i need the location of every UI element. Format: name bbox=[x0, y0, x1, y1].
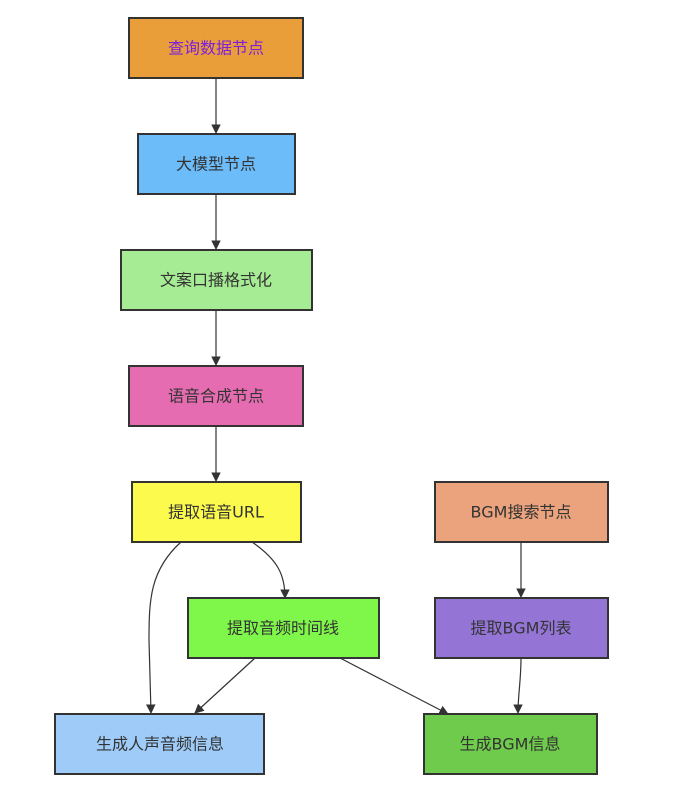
node-extract-url: 提取语音URL bbox=[131, 481, 302, 543]
node-tts: 语音合成节点 bbox=[128, 365, 304, 427]
node-bgm-list: 提取BGM列表 bbox=[434, 597, 609, 659]
node-voice-info-label: 生成人声音频信息 bbox=[96, 735, 224, 754]
edges bbox=[145, 78, 526, 715]
node-format-box bbox=[120, 249, 313, 311]
edge-bgm-list-to-bgm-info bbox=[513, 657, 523, 714]
node-extract-url-label: 提取语音URL bbox=[168, 503, 264, 522]
node-bgm-list-box bbox=[434, 597, 609, 659]
node-tts-box bbox=[128, 365, 304, 427]
node-timeline: 提取音频时间线 bbox=[187, 597, 380, 659]
node-bgm-info-label: 生成BGM信息 bbox=[460, 735, 561, 754]
node-bgm-search-label: BGM搜索节点 bbox=[471, 503, 572, 522]
node-query-box bbox=[128, 17, 304, 79]
node-format: 文案口播格式化 bbox=[120, 249, 313, 311]
node-format-label: 文案口播格式化 bbox=[160, 271, 272, 290]
node-query-label: 查询数据节点 bbox=[168, 39, 264, 58]
node-bgm-info-box bbox=[423, 713, 598, 775]
node-llm-box bbox=[137, 133, 296, 195]
node-llm-label: 大模型节点 bbox=[176, 155, 256, 174]
node-bgm-search: BGM搜索节点 bbox=[434, 481, 609, 543]
node-bgm-list-label: 提取BGM列表 bbox=[471, 619, 572, 638]
node-bgm-info: 生成BGM信息 bbox=[423, 713, 598, 775]
edge-timeline-to-voice-info bbox=[194, 657, 256, 714]
node-bgm-search-box bbox=[434, 481, 609, 543]
edge-timeline-to-bgm-info bbox=[339, 657, 449, 715]
node-voice-info-box bbox=[54, 713, 265, 775]
node-timeline-box bbox=[187, 597, 380, 659]
node-query: 查询数据节点 bbox=[128, 17, 304, 79]
node-timeline-label: 提取音频时间线 bbox=[227, 619, 339, 638]
node-extract-url-box bbox=[131, 481, 302, 543]
node-tts-label: 语音合成节点 bbox=[168, 387, 264, 406]
node-voice-info: 生成人声音频信息 bbox=[54, 713, 265, 775]
edge-extract-url-to-timeline bbox=[251, 541, 290, 599]
node-llm: 大模型节点 bbox=[137, 133, 296, 195]
edge-extract-url-to-voice-info bbox=[145, 541, 182, 714]
